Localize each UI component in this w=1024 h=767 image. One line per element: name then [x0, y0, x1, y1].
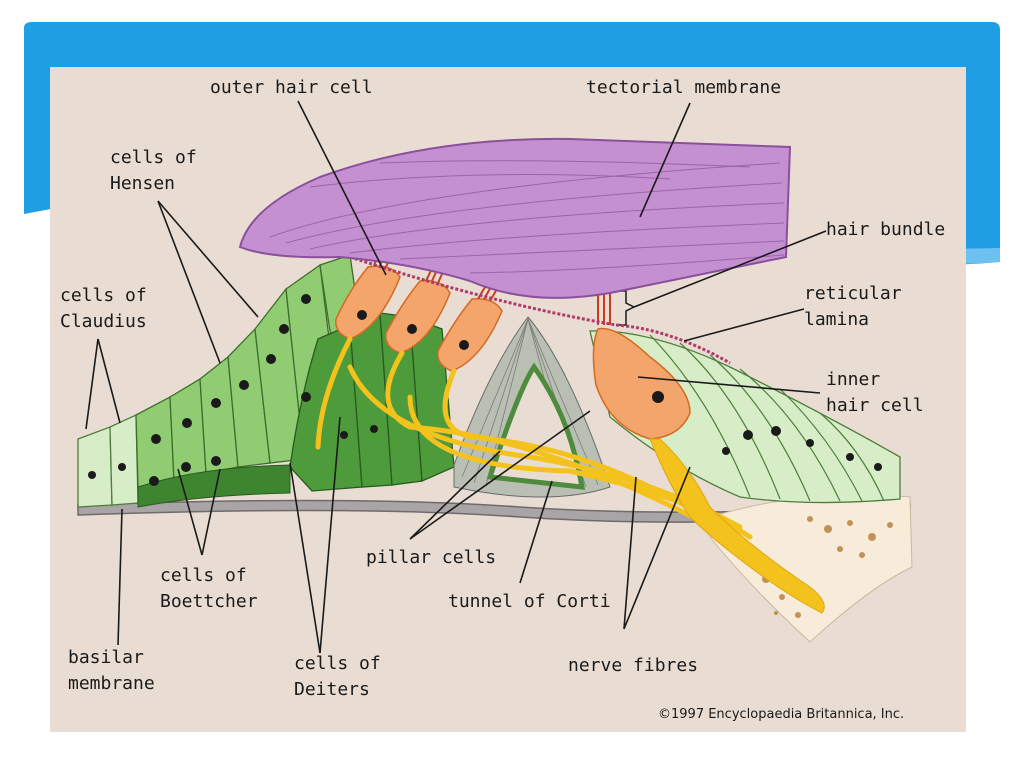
- label-inner-hair-cell: inner hair cell: [826, 367, 924, 419]
- label-cells-of-boettcher: cells of Boettcher: [160, 563, 258, 615]
- label-cells-of-claudius: cells of Claudius: [60, 283, 147, 335]
- label-cells-of-deiters: cells of Deiters: [294, 651, 381, 703]
- label-tunnel-of-corti: tunnel of Corti: [448, 589, 611, 615]
- label-tectorial-membrane: tectorial membrane: [586, 75, 781, 101]
- label-hair-bundle: hair bundle: [826, 217, 945, 243]
- claudius-cells: [78, 415, 138, 507]
- label-cells-of-hensen: cells of Hensen: [110, 145, 197, 197]
- hair-bundle-bracket: [616, 291, 634, 325]
- label-pillar-cells: pillar cells: [366, 545, 496, 571]
- diagram-figure: outer hair cell tectorial membrane cells…: [50, 67, 966, 732]
- label-basilar-membrane: basilar membrane: [68, 645, 155, 697]
- label-nerve-fibres: nerve fibres: [568, 653, 698, 679]
- label-outer-hair-cell: outer hair cell: [210, 75, 373, 101]
- copyright-credit: ©1997 Encyclopaedia Britannica, Inc.: [658, 707, 904, 722]
- label-reticular-lamina: reticular lamina: [804, 281, 902, 333]
